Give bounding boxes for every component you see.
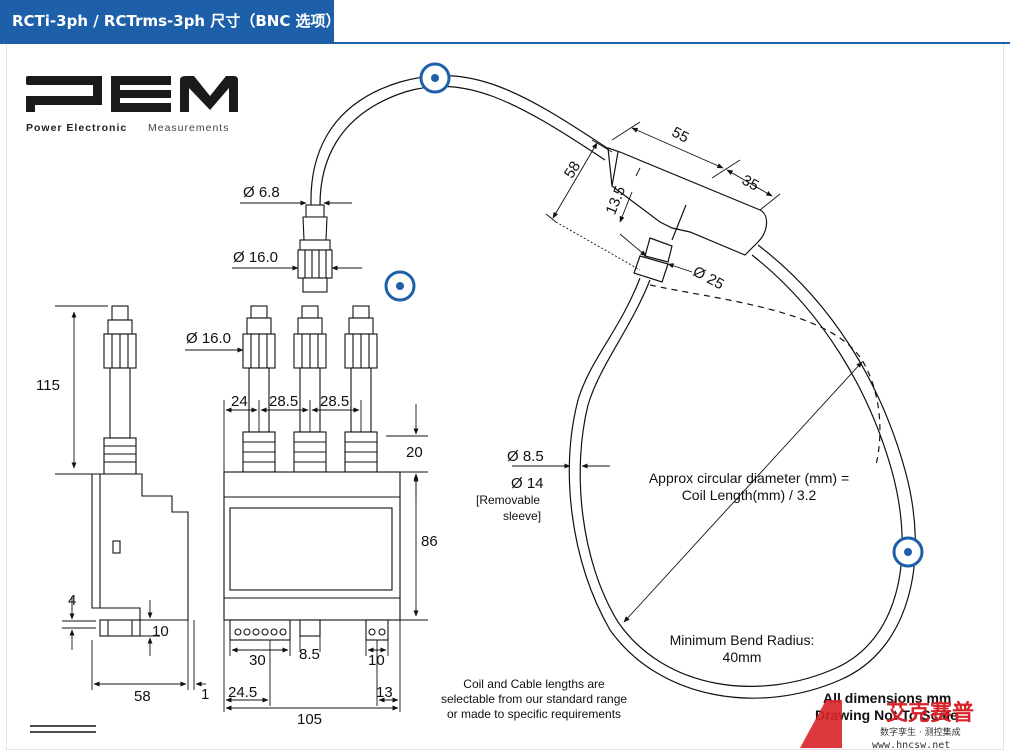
dim-side-1: 1	[201, 686, 209, 703]
min-bend-line1: Minimum Bend Radius:	[670, 632, 815, 648]
dim-front-30: 30	[249, 652, 266, 669]
hotspot-coil[interactable]	[892, 536, 924, 568]
dim-front-105: 105	[297, 711, 322, 728]
hotspot-module[interactable]	[384, 270, 416, 302]
page-tab-title[interactable]: RCTi-3ph / RCTrms-3ph 尺寸（BNC 选项）	[0, 0, 341, 42]
dimension-labels: Ø 6.8 Ø 16.0 Ø 16.0 115 24 28.5 28.5 20 …	[36, 124, 762, 728]
coil-note-line3: or made to specific requirements	[447, 707, 621, 721]
coil-note-line2: selectable from our standard range	[441, 692, 627, 706]
dim-side-58: 58	[134, 688, 151, 705]
dim-connector-dia-front: Ø 16.0	[186, 330, 231, 347]
tab-underline	[0, 42, 1010, 44]
rogowski-coil	[310, 75, 916, 699]
dim-cable-dia: Ø 6.8	[243, 184, 280, 201]
watermark-tagline: 数字孪生 · 测控集成	[880, 726, 961, 738]
dim-junction-58: 58	[561, 158, 584, 181]
dim-coil-dia-14: Ø 14	[511, 475, 544, 492]
approx-diameter-line2: Coil Length(mm) / 3.2	[682, 487, 817, 503]
coil-note-line1: Coil and Cable lengths are	[463, 677, 605, 691]
watermark-logo-icon	[800, 700, 842, 748]
dim-spacing-28-5-a: 28.5	[269, 393, 298, 410]
dim-junction-55: 55	[669, 124, 692, 147]
dim-front-10: 10	[368, 652, 385, 669]
hotspot-cable[interactable]	[419, 62, 451, 94]
front-view	[223, 305, 401, 641]
dim-coil-dia-8-5: Ø 8.5	[507, 448, 544, 465]
dim-gland-dia: Ø 25	[690, 263, 727, 293]
dim-height-20: 20	[406, 444, 423, 461]
dim-front-13: 13	[376, 684, 393, 701]
dim-side-4: 4	[68, 592, 76, 609]
dimension-lines	[30, 121, 863, 733]
min-bend-line2: 40mm	[723, 649, 762, 665]
side-view	[91, 305, 189, 637]
logo-subtitle-bold: Power Electronic	[26, 122, 127, 134]
dim-height-115: 115	[36, 377, 60, 394]
approx-diameter-line1: Approx circular diameter (mm) =	[649, 470, 849, 486]
watermark-url: www.hncsw.net	[872, 740, 950, 751]
logo-subtitle-light: Measurements	[148, 122, 229, 134]
removable-sleeve-line1: [Removable	[476, 493, 540, 507]
dim-spacing-24: 24	[231, 393, 248, 410]
dim-junction-13-5: 13.5	[603, 184, 630, 217]
dim-connector-dia-top: Ø 16.0	[233, 249, 278, 266]
pem-logo: Power Electronic Measurements	[26, 76, 238, 134]
removable-sleeve-line2: sleeve]	[503, 509, 541, 523]
dim-height-86: 86	[421, 533, 438, 550]
dim-spacing-28-5-b: 28.5	[320, 393, 349, 410]
dim-junction-35: 35	[739, 172, 762, 195]
watermark: 艾克赛普 数字孪生 · 测控集成 www.hncsw.net	[800, 700, 974, 751]
dim-side-10: 10	[152, 623, 169, 640]
not-to-scale-note: Drawing Not To Scale	[815, 707, 958, 723]
all-dimensions-note: All dimensions mm	[823, 690, 951, 706]
annotations: Approx circular diameter (mm) = Coil Len…	[441, 470, 958, 723]
dim-front-8-5: 8.5	[299, 646, 320, 663]
drawing-frame	[6, 44, 1004, 750]
dim-front-24-5: 24.5	[228, 684, 257, 701]
cable-connector-top	[297, 204, 333, 293]
watermark-brand: 艾克赛普	[886, 700, 974, 726]
